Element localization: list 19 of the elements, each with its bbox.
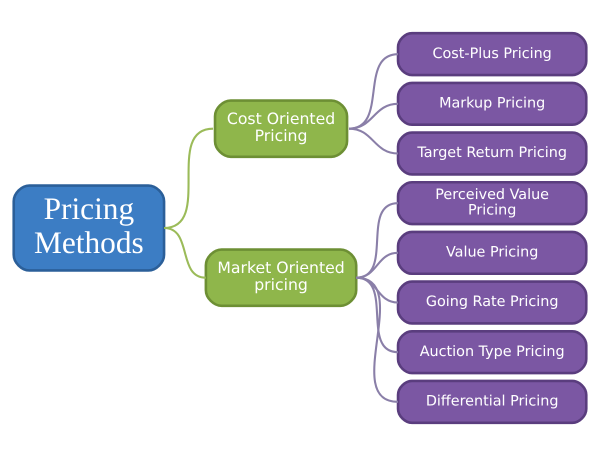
node-box: Target Return Pricing bbox=[396, 131, 588, 176]
connector bbox=[348, 128, 398, 155]
connector bbox=[348, 53, 398, 130]
connector bbox=[348, 102, 398, 130]
node-box: Value Pricing bbox=[396, 230, 588, 276]
node-box: Differential Pricing bbox=[396, 380, 588, 424]
node-box: Auction Type Pricing bbox=[396, 330, 588, 374]
node-box: Market Oriented pricing bbox=[204, 248, 358, 308]
node-box: Perceived Value Pricing bbox=[396, 180, 588, 226]
node-box: Markup Pricing bbox=[396, 82, 588, 126]
node-box: Cost-Plus Pricing bbox=[396, 32, 588, 76]
node-box: Cost Oriented Pricing bbox=[214, 99, 348, 158]
node-box: Pricing Methods bbox=[12, 184, 166, 272]
connector bbox=[356, 276, 398, 403]
connector bbox=[164, 226, 206, 279]
connector bbox=[356, 276, 398, 354]
node-box: Going Rate Pricing bbox=[396, 280, 588, 325]
connector bbox=[356, 252, 398, 279]
connector bbox=[356, 202, 398, 279]
